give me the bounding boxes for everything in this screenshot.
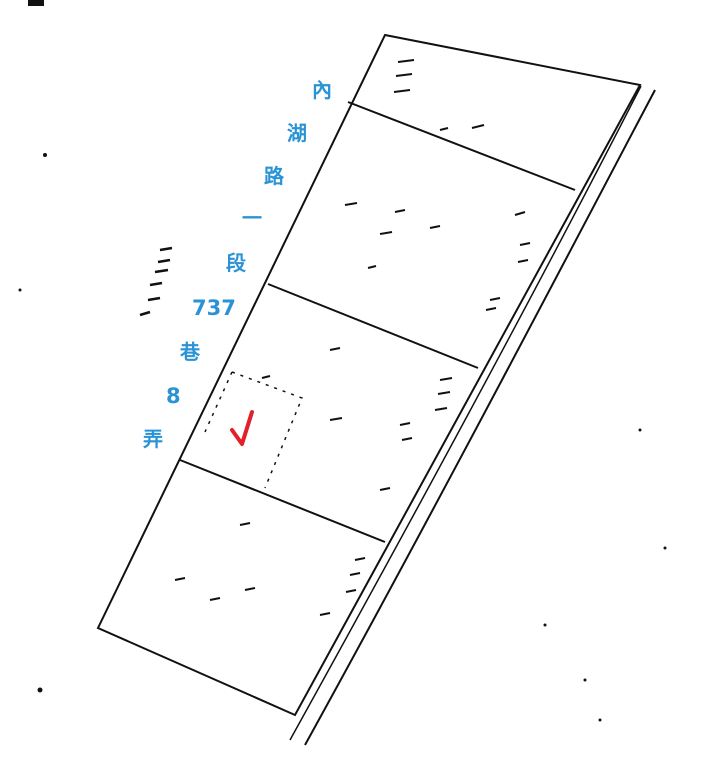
survey-ticks (174, 59, 531, 616)
road-label-char-1: 內 (312, 78, 332, 102)
road-label-char-7: 巷 (180, 340, 200, 364)
road-edge-line-inner (289, 85, 642, 741)
lot-divider-2 (267, 283, 479, 369)
road-label-alley-number: 8 (166, 384, 181, 408)
stray-dots (18, 153, 667, 722)
lot-divider-3 (179, 459, 386, 543)
road-label-char-4: 一 (242, 206, 262, 230)
red-check-mark-icon (230, 410, 254, 446)
road-label-char-2: 湖 (287, 121, 307, 145)
parcel-strip-outline (96, 33, 642, 717)
road-label-lane-number: 737 (192, 296, 236, 320)
road-label-char-5: 段 (226, 251, 246, 275)
scan-corner-mark (28, 0, 44, 6)
road-label-char-3: 路 (264, 164, 284, 188)
road-label-char-9: 弄 (143, 427, 163, 451)
road-edge-line-outer (304, 89, 656, 746)
margin-marks (139, 246, 173, 317)
lot-divider-1 (347, 101, 576, 191)
building-outline-dashed (204, 371, 303, 489)
